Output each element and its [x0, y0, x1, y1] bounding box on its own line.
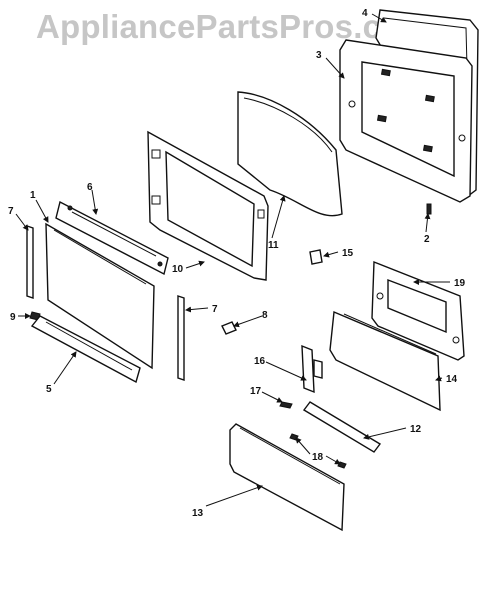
part-trim-strip-right [177, 295, 185, 381]
callout-14: 14 [446, 374, 458, 385]
part-drawer-front-inner [329, 310, 441, 412]
part-door-handle-trim [55, 200, 169, 276]
callout-13: 13 [192, 508, 204, 519]
part-trim-strip-left [26, 225, 34, 299]
part-clip-8 [221, 321, 237, 335]
part-drawer-bracket [371, 260, 465, 361]
callout-18: 18 [312, 452, 324, 463]
watermark-logo: AppliancePartsPros.com [36, 8, 432, 45]
callout-7-left: 7 [8, 206, 14, 217]
callout-15: 15 [342, 248, 354, 259]
callout-9: 9 [10, 312, 16, 323]
part-switch-15 [309, 249, 323, 265]
part-inner-door-frame [339, 39, 473, 203]
callout-19: 19 [454, 278, 466, 289]
part-drawer-rod [302, 401, 382, 453]
part-bottom-door-trim [30, 315, 141, 384]
callout-6: 6 [87, 182, 93, 193]
callout-5: 5 [46, 384, 52, 395]
callout-17: 17 [250, 386, 262, 397]
part-door-frame [147, 130, 269, 281]
callout-4: 4 [362, 8, 368, 19]
part-door-glass [45, 222, 155, 370]
callout-8: 8 [262, 310, 268, 321]
part-screw-17 [279, 401, 293, 409]
callout-2: 2 [424, 234, 430, 245]
leader-lines [15, 13, 450, 507]
callout-3: 3 [316, 50, 322, 61]
callout-1: 1 [30, 190, 36, 201]
callout-12: 12 [410, 424, 422, 435]
callout-11: 11 [268, 240, 279, 251]
callout-7-right: 7 [212, 304, 218, 315]
callout-16: 16 [254, 356, 266, 367]
callout-10: 10 [172, 264, 184, 275]
part-slide-bracket [301, 344, 323, 394]
callout-labels: 1 2 3 4 5 6 7 7 8 9 10 11 12 13 14 15 16… [8, 8, 466, 519]
part-drawer-front-panel [229, 423, 345, 532]
part-screw-2 [426, 203, 432, 215]
